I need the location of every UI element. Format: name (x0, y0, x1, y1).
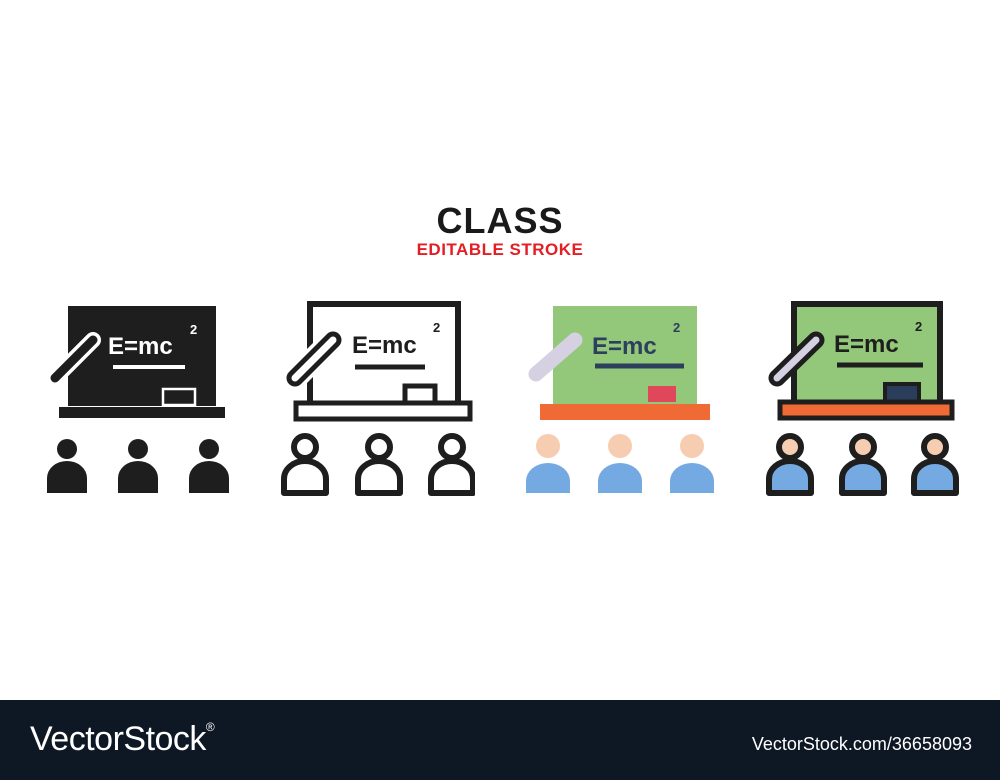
registered-mark: ® (205, 720, 215, 734)
equation-exponent: 2 (673, 320, 680, 335)
student-head (776, 433, 804, 461)
board-ledge (540, 404, 710, 420)
equation-text: E=mc (108, 333, 173, 360)
page-title: CLASS (436, 200, 564, 241)
class-icon-filled-outline: E=mc 2 (760, 298, 960, 508)
student-body (670, 463, 714, 493)
page-subtitle: EDITABLE STROKE (416, 240, 584, 259)
equation-exponent: 2 (433, 320, 440, 335)
student-body (839, 458, 887, 496)
student-head (849, 433, 877, 461)
equation-exponent: 2 (190, 322, 197, 337)
student-body (281, 458, 329, 496)
class-icon-outline: E=mc 2 (275, 298, 475, 508)
student-head (608, 434, 632, 458)
class-icon-glyph: E=mc 2 (35, 298, 235, 508)
students (47, 439, 229, 493)
board-ledge (777, 399, 955, 421)
brand-name: VectorStock (30, 720, 206, 758)
equation-text: E=mc (352, 332, 417, 359)
student-head (291, 433, 319, 461)
student-head (680, 434, 704, 458)
board-ledge (293, 400, 473, 422)
students (766, 433, 959, 496)
eraser (883, 382, 921, 404)
student-head (921, 433, 949, 461)
student-body (118, 461, 158, 493)
student-head (365, 433, 393, 461)
eraser (648, 386, 676, 402)
equation-text: E=mc (834, 331, 899, 358)
student-body (526, 463, 570, 493)
student-head (128, 439, 148, 459)
student-head (199, 439, 219, 459)
chalk-stick (50, 335, 98, 383)
chalk-stick (291, 336, 337, 382)
chalk-stick (528, 332, 583, 382)
stock-id-link[interactable]: VectorStock.com/36658093 (751, 734, 972, 754)
student-head (57, 439, 77, 459)
eraser (402, 383, 438, 406)
student-body (911, 458, 959, 496)
students (526, 434, 714, 493)
board-ledge (59, 407, 225, 418)
student-body (189, 461, 229, 493)
student-head (536, 434, 560, 458)
student-head (438, 433, 466, 461)
students (281, 433, 475, 496)
student-body (47, 461, 87, 493)
student-body (428, 458, 475, 496)
student-body (598, 463, 642, 493)
chalk-stick (773, 336, 820, 382)
eraser (161, 387, 197, 407)
class-icon-flat: E=mc 2 (520, 298, 720, 508)
student-body (766, 458, 814, 496)
student-body (355, 458, 403, 496)
equation-exponent: 2 (915, 319, 922, 334)
equation-text: E=mc (592, 333, 657, 360)
brand-logo: VectorStock® (30, 720, 215, 759)
footer-bar: VectorStock® VectorStock.com/36658093 (0, 700, 1000, 780)
